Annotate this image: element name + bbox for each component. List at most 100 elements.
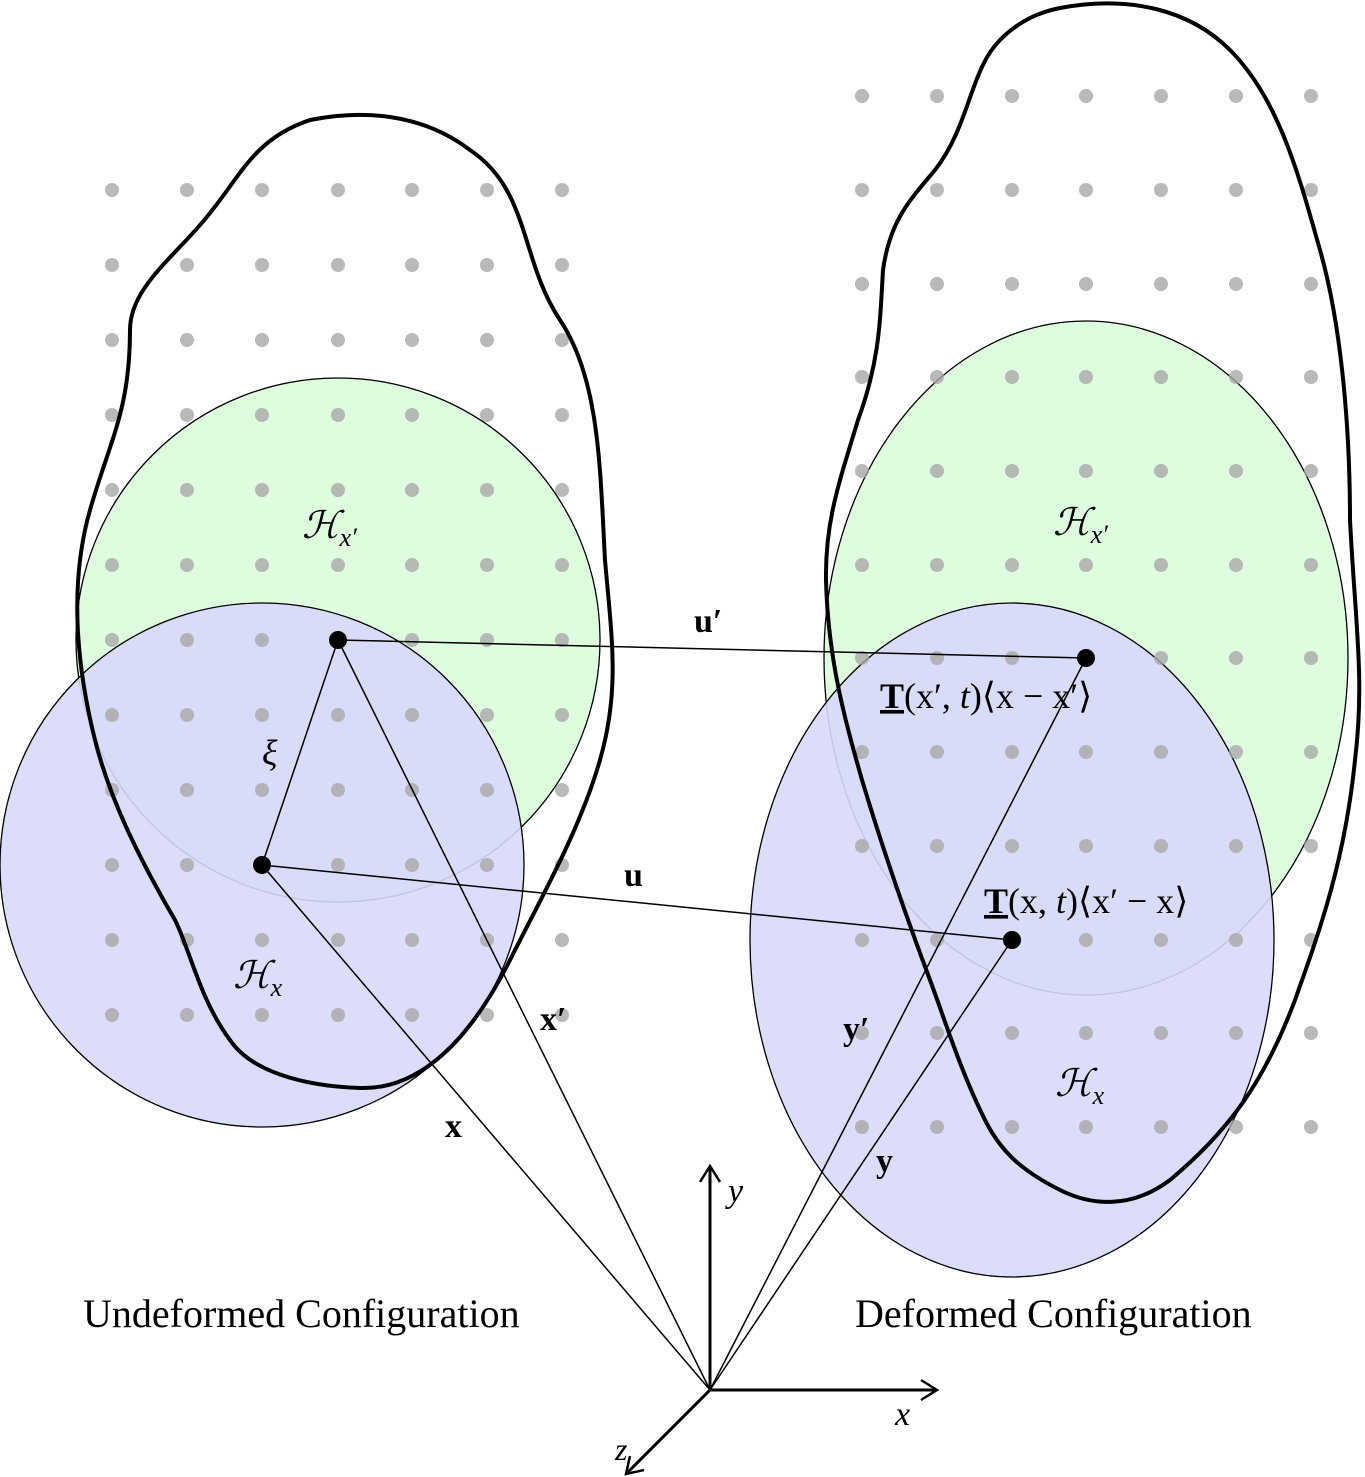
material-point-dot xyxy=(480,858,494,872)
material-point-dot xyxy=(855,370,869,384)
material-point-dot xyxy=(255,558,269,572)
material-point-dot xyxy=(105,633,119,647)
material-point-dot xyxy=(331,858,345,872)
material-point-dot xyxy=(1005,651,1019,665)
material-point-dot xyxy=(855,277,869,291)
material-point-dot xyxy=(480,1008,494,1022)
position-y-prime-line xyxy=(709,657,1087,1391)
material-point-dot xyxy=(855,1026,869,1040)
material-point-dot xyxy=(180,558,194,572)
material-point-dot xyxy=(255,633,269,647)
undeformed-body-outline xyxy=(75,112,615,1091)
material-point-dot xyxy=(480,558,494,572)
material-point-dot xyxy=(1079,1026,1093,1040)
y-axis-arrowhead xyxy=(698,1163,722,1183)
material-point-dot xyxy=(180,258,194,272)
deformed-material-points-overlay xyxy=(855,89,1318,1134)
material-point-dot xyxy=(255,333,269,347)
material-point-dot xyxy=(1079,558,1093,572)
material-point-dot xyxy=(180,858,194,872)
material-point-dot xyxy=(1079,277,1093,291)
material-point-dot xyxy=(1229,745,1243,759)
material-point-dot xyxy=(405,858,419,872)
material-point-dot xyxy=(480,258,494,272)
deformed-horizon-x-label: ℋx xyxy=(1055,1063,1105,1110)
material-point-dot xyxy=(855,183,869,197)
z-axis-arrowhead xyxy=(624,1455,645,1476)
material-point-dot xyxy=(1229,1026,1243,1040)
material-point-dot xyxy=(1079,183,1093,197)
undeformed-horizon-x-prime-label: ℋx′ xyxy=(302,505,357,552)
material-point-dot xyxy=(1304,558,1318,572)
material-point-dot xyxy=(1005,558,1019,572)
material-point-dot xyxy=(855,1120,869,1134)
material-point-dot xyxy=(1229,277,1243,291)
material-point-dot xyxy=(1304,1026,1318,1040)
material-point-dot xyxy=(255,708,269,722)
force-state-at-x-label: T(x, t)⟨x′ − x⟩ xyxy=(984,881,1188,921)
material-point-dot xyxy=(930,558,944,572)
deformed-body-outline xyxy=(823,1,1362,1204)
material-point-dot xyxy=(480,333,494,347)
material-point-dot xyxy=(1005,370,1019,384)
coordinate-axes xyxy=(624,1163,940,1476)
material-point-dot xyxy=(1005,89,1019,103)
material-point-dot xyxy=(1154,183,1168,197)
material-point-dot xyxy=(1154,651,1168,665)
material-point-dot xyxy=(930,370,944,384)
displacement-u-label: u xyxy=(624,857,643,894)
position-y-label: y xyxy=(876,1143,893,1180)
material-point-dot xyxy=(105,408,119,422)
material-point-dot xyxy=(1304,464,1318,478)
material-point-dot xyxy=(180,183,194,197)
material-point-dot xyxy=(255,933,269,947)
material-point-dot xyxy=(1154,1120,1168,1134)
y-axis-label: y xyxy=(725,1173,744,1210)
material-point-dot xyxy=(105,483,119,497)
material-point-dot xyxy=(1005,464,1019,478)
material-point-dot xyxy=(405,408,419,422)
deformed-caption: Deformed Configuration xyxy=(855,1291,1252,1336)
material-point-dot xyxy=(855,89,869,103)
material-point-dot xyxy=(180,333,194,347)
material-point-dot xyxy=(480,408,494,422)
material-point-dot xyxy=(405,333,419,347)
displacement-u-prime-line xyxy=(337,639,1087,659)
material-point-dot xyxy=(480,633,494,647)
material-point-dot xyxy=(1005,1120,1019,1134)
material-point-dot xyxy=(480,483,494,497)
material-point-dot xyxy=(930,1026,944,1040)
material-point-dot xyxy=(555,483,569,497)
material-point-dot xyxy=(331,258,345,272)
material-point-dot xyxy=(555,558,569,572)
material-point-dot xyxy=(1079,839,1093,853)
material-point-dot xyxy=(930,839,944,853)
material-point-dot xyxy=(1229,183,1243,197)
material-point-dot xyxy=(555,933,569,947)
material-point-dot xyxy=(180,408,194,422)
undeformed-point-x xyxy=(253,856,271,874)
material-point-dot xyxy=(1154,464,1168,478)
material-point-dot xyxy=(1229,89,1243,103)
material-point-dot xyxy=(1005,1026,1019,1040)
material-point-dot xyxy=(331,183,345,197)
material-point-dot xyxy=(1005,745,1019,759)
material-point-dot xyxy=(331,1008,345,1022)
material-point-dot xyxy=(331,708,345,722)
material-point-dot xyxy=(1229,370,1243,384)
material-point-dot xyxy=(331,783,345,797)
material-point-dot xyxy=(1304,745,1318,759)
material-point-dot xyxy=(105,558,119,572)
material-point-dot xyxy=(180,708,194,722)
x-axis-label: x xyxy=(894,1396,910,1433)
material-point-dot xyxy=(405,558,419,572)
material-point-dot xyxy=(930,277,944,291)
position-y-line xyxy=(709,939,1013,1391)
material-point-dot xyxy=(105,258,119,272)
material-point-dot xyxy=(1154,370,1168,384)
position-x-prime-label: x′ xyxy=(540,1001,567,1038)
material-point-dot xyxy=(331,558,345,572)
material-point-dot xyxy=(405,933,419,947)
